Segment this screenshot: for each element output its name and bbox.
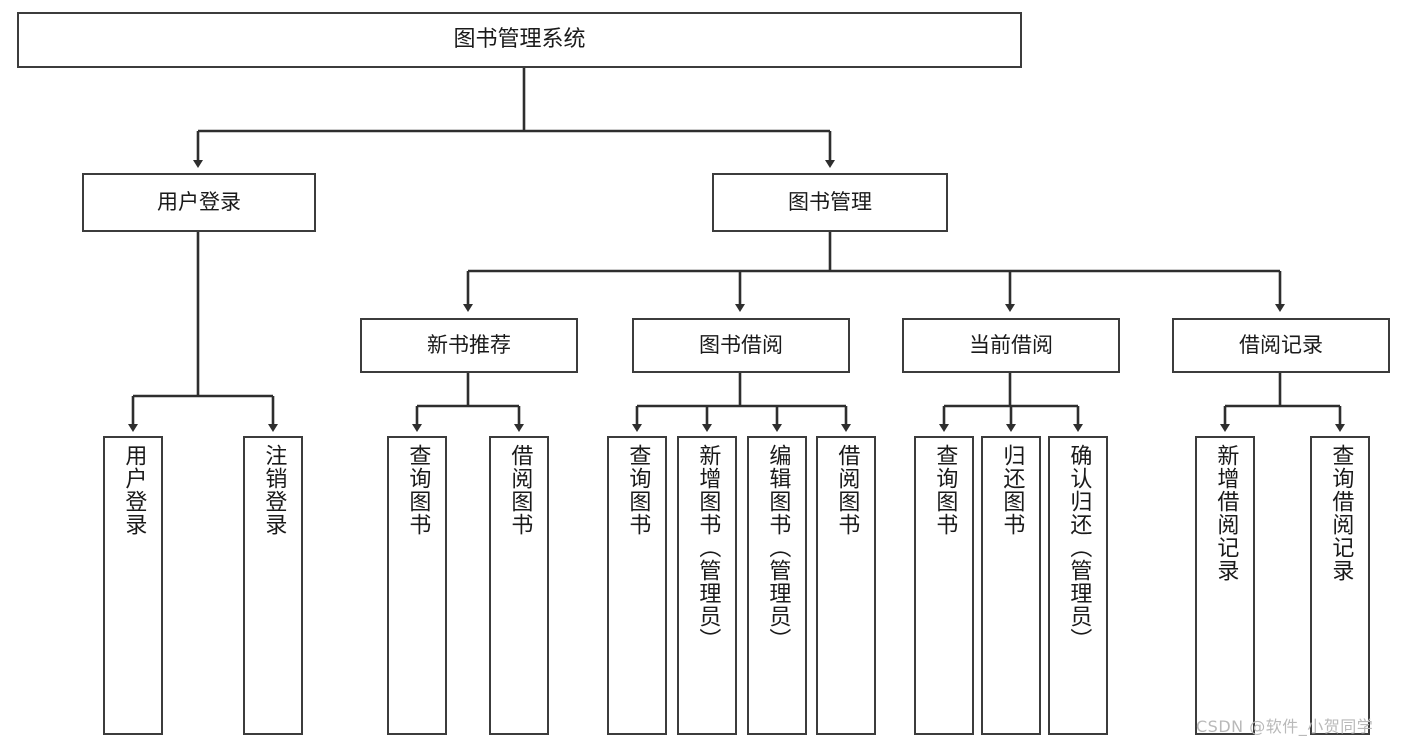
node-leaf-query-book-3-label: 查询图书	[932, 444, 958, 536]
node-borrow-record-label: 借阅记录	[1239, 332, 1323, 357]
node-leaf-edit-book-label: 编辑图书（管理员）	[765, 444, 791, 651]
node-leaf-query-record-label: 查询借阅记录	[1328, 444, 1354, 582]
node-leaf-logout[interactable]: 注销登录	[243, 436, 303, 735]
node-current-borrow-label: 当前借阅	[969, 332, 1053, 357]
node-leaf-confirm-return[interactable]: 确认归还（管理员）	[1048, 436, 1108, 735]
node-new-book-recommend[interactable]: 新书推荐	[360, 318, 578, 373]
node-leaf-add-record-label: 新增借阅记录	[1213, 444, 1239, 582]
node-leaf-query-book-3[interactable]: 查询图书	[914, 436, 974, 735]
node-leaf-return-book[interactable]: 归还图书	[981, 436, 1041, 735]
node-book-management[interactable]: 图书管理	[712, 173, 948, 232]
node-leaf-return-book-label: 归还图书	[999, 444, 1025, 536]
node-leaf-confirm-return-label: 确认归还（管理员）	[1066, 444, 1092, 651]
node-leaf-borrow-book-2-label: 借阅图书	[834, 444, 860, 536]
node-leaf-add-book[interactable]: 新增图书（管理员）	[677, 436, 737, 735]
node-current-borrow[interactable]: 当前借阅	[902, 318, 1120, 373]
node-leaf-user-login[interactable]: 用户登录	[103, 436, 163, 735]
node-leaf-borrow-book-2[interactable]: 借阅图书	[816, 436, 876, 735]
node-leaf-query-book-2[interactable]: 查询图书	[607, 436, 667, 735]
node-root-label: 图书管理系统	[453, 26, 586, 52]
watermark-text: CSDN @软件_小贺同学	[1196, 717, 1374, 736]
node-borrow-record[interactable]: 借阅记录	[1172, 318, 1390, 373]
node-book-borrow[interactable]: 图书借阅	[632, 318, 850, 373]
node-leaf-query-book-1-label: 查询图书	[405, 444, 431, 536]
node-book-management-label: 图书管理	[788, 189, 872, 214]
node-book-borrow-label: 图书借阅	[699, 332, 783, 357]
node-leaf-add-record[interactable]: 新增借阅记录	[1195, 436, 1255, 735]
node-leaf-query-record[interactable]: 查询借阅记录	[1310, 436, 1370, 735]
node-leaf-borrow-book-1-label: 借阅图书	[507, 444, 533, 536]
node-leaf-logout-label: 注销登录	[261, 444, 287, 536]
node-leaf-add-book-label: 新增图书（管理员）	[695, 444, 721, 651]
node-leaf-query-book-2-label: 查询图书	[625, 444, 651, 536]
node-leaf-edit-book[interactable]: 编辑图书（管理员）	[747, 436, 807, 735]
node-leaf-user-login-label: 用户登录	[121, 444, 147, 536]
node-user-login[interactable]: 用户登录	[82, 173, 316, 232]
node-user-login-label: 用户登录	[157, 189, 241, 214]
node-root[interactable]: 图书管理系统	[17, 12, 1022, 68]
node-leaf-borrow-book-1[interactable]: 借阅图书	[489, 436, 549, 735]
node-leaf-query-book-1[interactable]: 查询图书	[387, 436, 447, 735]
node-new-book-recommend-label: 新书推荐	[427, 332, 511, 357]
